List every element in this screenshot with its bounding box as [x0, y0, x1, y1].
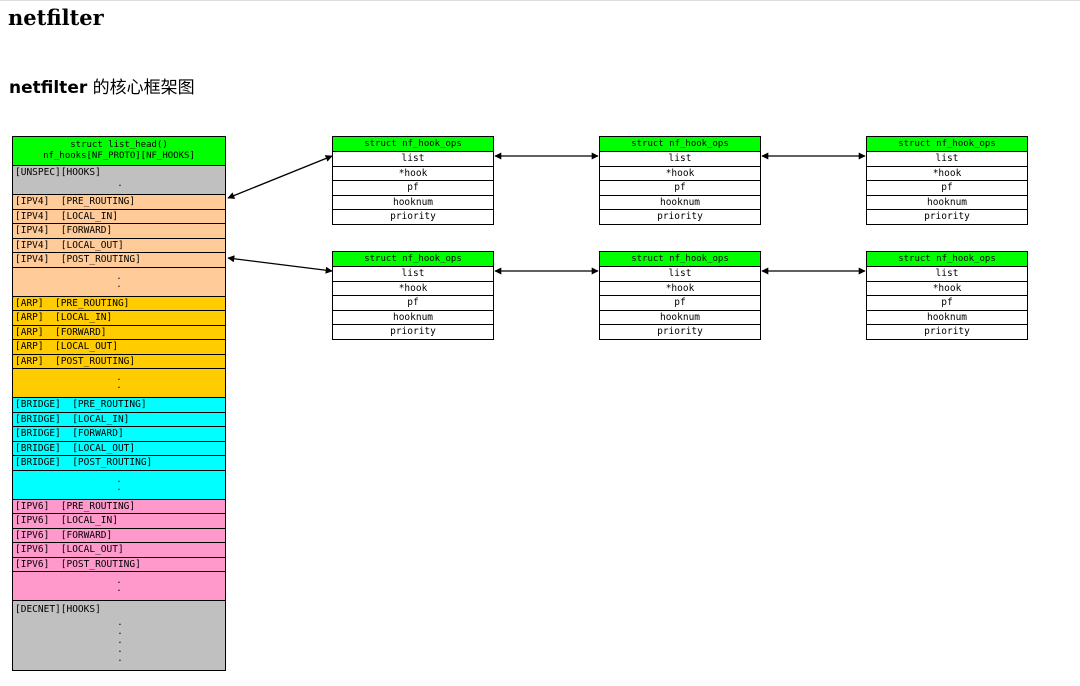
arp-gap: . . — [13, 369, 225, 398]
bridge-local-in-row: [BRIDGE] [LOCAL_IN] — [13, 412, 225, 427]
field-list: list — [867, 267, 1027, 282]
field-pf: pf — [600, 181, 760, 196]
hook-ops-box-r1c2: struct nf_hook_ops list *hook pf hooknum… — [599, 136, 761, 225]
hook-ops-box-r2c2: struct nf_hook_ops list *hook pf hooknum… — [599, 251, 761, 340]
field-hooknum: hooknum — [333, 196, 493, 210]
field-hooknum: hooknum — [600, 311, 760, 325]
ipv4-post-routing-row: [IPV4] [POST_ROUTING] — [13, 253, 225, 268]
field-hook: *hook — [333, 282, 493, 296]
ipv6-dot-1: . — [116, 576, 122, 586]
hook-ops-box-r1c1: struct nf_hook_ops list *hook pf hooknum… — [332, 136, 494, 225]
decnet-dot-5: . — [117, 654, 123, 664]
arp-dot-2: . — [116, 381, 122, 391]
field-priority: priority — [390, 211, 436, 222]
ipv4-local-in-row: [IPV4] [LOCAL_IN] — [13, 209, 225, 224]
field-pf: pf — [867, 181, 1027, 196]
decnet-dot-1: . — [117, 618, 123, 628]
ipv4-dot-1: . — [116, 271, 122, 282]
hook-ops-box-r2c1: struct nf_hook_ops list *hook pf hooknum… — [332, 251, 494, 340]
field-hook: *hook — [600, 167, 760, 181]
nf-hooks-table: struct list_head() nf_hooks[NF_PROTO][NF… — [12, 136, 226, 671]
field-hooknum: hooknum — [867, 311, 1027, 325]
nf-hooks-header-line1: struct list_head() — [70, 140, 168, 150]
arp-pre-routing-row: [ARP] [PRE_ROUTING] — [13, 296, 225, 311]
field-hooknum: hooknum — [867, 196, 1027, 210]
ipv4-dot-2: . — [116, 279, 122, 290]
unspec-dots: . — [117, 179, 123, 189]
arrow-ipv4-pre-routing-to-ops — [227, 155, 333, 199]
top-border — [0, 0, 1080, 1]
bridge-forward-row: [BRIDGE] [FORWARD] — [13, 427, 225, 442]
hook-ops-title: struct nf_hook_ops — [867, 137, 1027, 152]
field-pf: pf — [867, 296, 1027, 311]
section-title: netfilter 的核心框架图 — [9, 73, 195, 98]
hook-ops-title: struct nf_hook_ops — [333, 252, 493, 267]
unspec-label: [UNSPEC][HOOKS] — [15, 167, 101, 178]
field-priority: priority — [924, 211, 970, 222]
decnet-dot-2: . — [117, 627, 123, 637]
hook-ops-title: struct nf_hook_ops — [333, 137, 493, 152]
hook-ops-box-r2c3: struct nf_hook_ops list *hook pf hooknum… — [866, 251, 1028, 340]
nf-hooks-header-line2: nf_hooks[NF_PROTO][NF_HOOKS] — [43, 151, 195, 161]
ipv6-gap: . . — [13, 572, 225, 601]
field-hook: *hook — [333, 167, 493, 181]
bridge-pre-routing-row: [BRIDGE] [PRE_ROUTING] — [13, 398, 225, 413]
ipv6-pre-routing-row: [IPV6] [PRE_ROUTING] — [13, 499, 225, 514]
field-priority: priority — [924, 326, 970, 337]
hook-ops-box-r1c3: struct nf_hook_ops list *hook pf hooknum… — [866, 136, 1028, 225]
ipv6-post-routing-row: [IPV6] [POST_ROUTING] — [13, 557, 225, 572]
field-list: list — [867, 152, 1027, 167]
field-list: list — [333, 267, 493, 282]
field-hooknum: hooknum — [600, 196, 760, 210]
field-hook: *hook — [867, 282, 1027, 296]
field-list: list — [333, 152, 493, 167]
section-title-rest: 的核心框架图 — [87, 78, 195, 98]
bridge-post-routing-row: [BRIDGE] [POST_ROUTING] — [13, 456, 225, 471]
bridge-local-out-row: [BRIDGE] [LOCAL_OUT] — [13, 441, 225, 456]
ipv4-pre-routing-row: [IPV4] [PRE_ROUTING] — [13, 195, 225, 210]
ipv6-local-out-row: [IPV6] [LOCAL_OUT] — [13, 543, 225, 558]
nf-hooks-header: struct list_head() nf_hooks[NF_PROTO][NF… — [13, 137, 225, 166]
decnet-label: [DECNET][HOOKS] — [15, 604, 101, 615]
field-pf: pf — [600, 296, 760, 311]
field-priority: priority — [390, 326, 436, 337]
field-hook: *hook — [867, 167, 1027, 181]
ipv4-local-out-row: [IPV4] [LOCAL_OUT] — [13, 238, 225, 253]
decnet-dot-3: . — [117, 636, 123, 646]
arrow-ipv4-post-routing-to-ops — [227, 255, 333, 274]
field-pf: pf — [333, 296, 493, 311]
field-priority: priority — [657, 211, 703, 222]
bridge-dot-1: . — [116, 474, 122, 485]
field-hooknum: hooknum — [333, 311, 493, 325]
hook-ops-title: struct nf_hook_ops — [867, 252, 1027, 267]
bridge-dot-2: . — [116, 482, 122, 493]
decnet-dot-4: . — [117, 645, 123, 655]
arp-post-routing-row: [ARP] [POST_ROUTING] — [13, 354, 225, 369]
ipv6-local-in-row: [IPV6] [LOCAL_IN] — [13, 514, 225, 529]
page-title: netfilter — [8, 5, 104, 30]
field-priority: priority — [657, 326, 703, 337]
arp-local-in-row: [ARP] [LOCAL_IN] — [13, 311, 225, 326]
decnet-block: [DECNET][HOOKS] . . . . . — [13, 601, 225, 670]
ipv6-forward-row: [IPV6] [FORWARD] — [13, 528, 225, 543]
arp-local-out-row: [ARP] [LOCAL_OUT] — [13, 340, 225, 355]
ipv4-gap: . . — [13, 267, 225, 297]
hook-ops-title: struct nf_hook_ops — [600, 137, 760, 152]
ipv6-dot-2: . — [116, 584, 122, 594]
arp-forward-row: [ARP] [FORWARD] — [13, 325, 225, 340]
section-title-bold: netfilter — [9, 78, 88, 98]
field-list: list — [600, 152, 760, 167]
field-list: list — [600, 267, 760, 282]
unspec-block: [UNSPEC][HOOKS] . — [13, 166, 225, 195]
arp-dot-1: . — [116, 373, 122, 383]
hook-ops-title: struct nf_hook_ops — [600, 252, 760, 267]
bridge-gap: . . — [13, 470, 225, 500]
ipv4-forward-row: [IPV4] [FORWARD] — [13, 224, 225, 239]
field-hook: *hook — [600, 282, 760, 296]
field-pf: pf — [333, 181, 493, 196]
